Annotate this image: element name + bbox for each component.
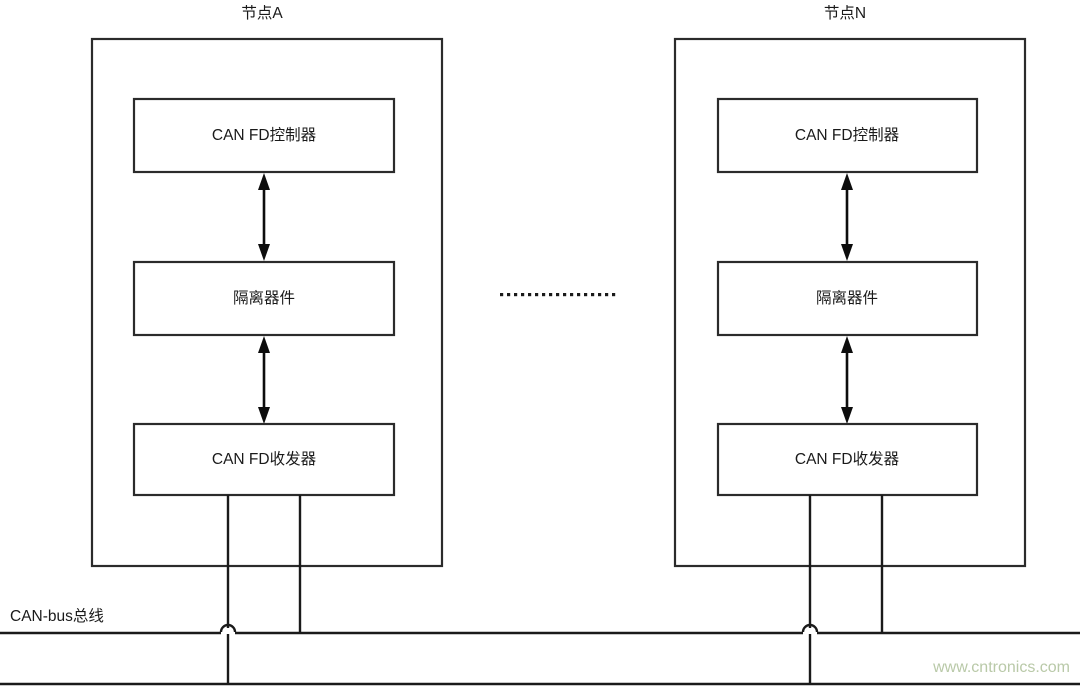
node-a-bus-hop-arc [219, 623, 237, 633]
node-n-transceiver-box [716, 422, 979, 497]
node-a-arrow-down-head-1 [258, 244, 270, 261]
node-n-controller-box [716, 97, 979, 174]
node-a-arrow-isolator-transceiver [258, 336, 270, 424]
node-n-arrow-down-head-1 [841, 244, 853, 261]
node-n-title: 节点N [824, 4, 866, 22]
node-n-arrow-up-head-1 [841, 173, 853, 190]
node-a-arrow-up-head-1 [258, 173, 270, 190]
node-a-controller-label: CAN FD控制器 [212, 126, 317, 144]
node-a-controller-box [132, 97, 396, 174]
node-n-group: 节点N CAN FD控制器 隔离器件 CAN FD收发器 [673, 4, 1027, 684]
node-n-arrow-down-head-2 [841, 407, 853, 424]
node-n-transceiver-label: CAN FD收发器 [795, 450, 900, 468]
node-n-arrow-up-head-2 [841, 336, 853, 353]
node-n-isolator-label: 隔离器件 [816, 289, 878, 307]
node-continuation-ellipsis [500, 293, 616, 297]
node-a-title: 节点A [241, 4, 283, 22]
node-a-arrow-up-head-2 [258, 336, 270, 353]
node-a-frame [90, 37, 444, 568]
node-n-controller-label: CAN FD控制器 [795, 126, 900, 144]
node-a-isolator-label: 隔离器件 [233, 289, 295, 307]
can-bus-label: CAN-bus总线 [10, 607, 104, 625]
node-a-transceiver-box [132, 422, 396, 497]
site-watermark: www.cntronics.com [932, 659, 1070, 676]
node-n-arrow-controller-isolator [841, 173, 853, 261]
node-n-isolator-box [716, 260, 979, 337]
can-bus-group: CAN-bus总线 [0, 607, 1080, 686]
node-a-arrow-down-head-2 [258, 407, 270, 424]
node-n-bus-hop-arc [801, 623, 819, 633]
node-a-arrow-controller-isolator [258, 173, 270, 261]
node-n-arrow-isolator-transceiver [841, 336, 853, 424]
node-a-isolator-box [132, 260, 396, 337]
node-a-transceiver-label: CAN FD收发器 [212, 450, 317, 468]
node-a-group: 节点A CAN FD控制器 隔离器件 CAN FD收发器 [90, 4, 444, 684]
node-n-frame [673, 37, 1027, 568]
